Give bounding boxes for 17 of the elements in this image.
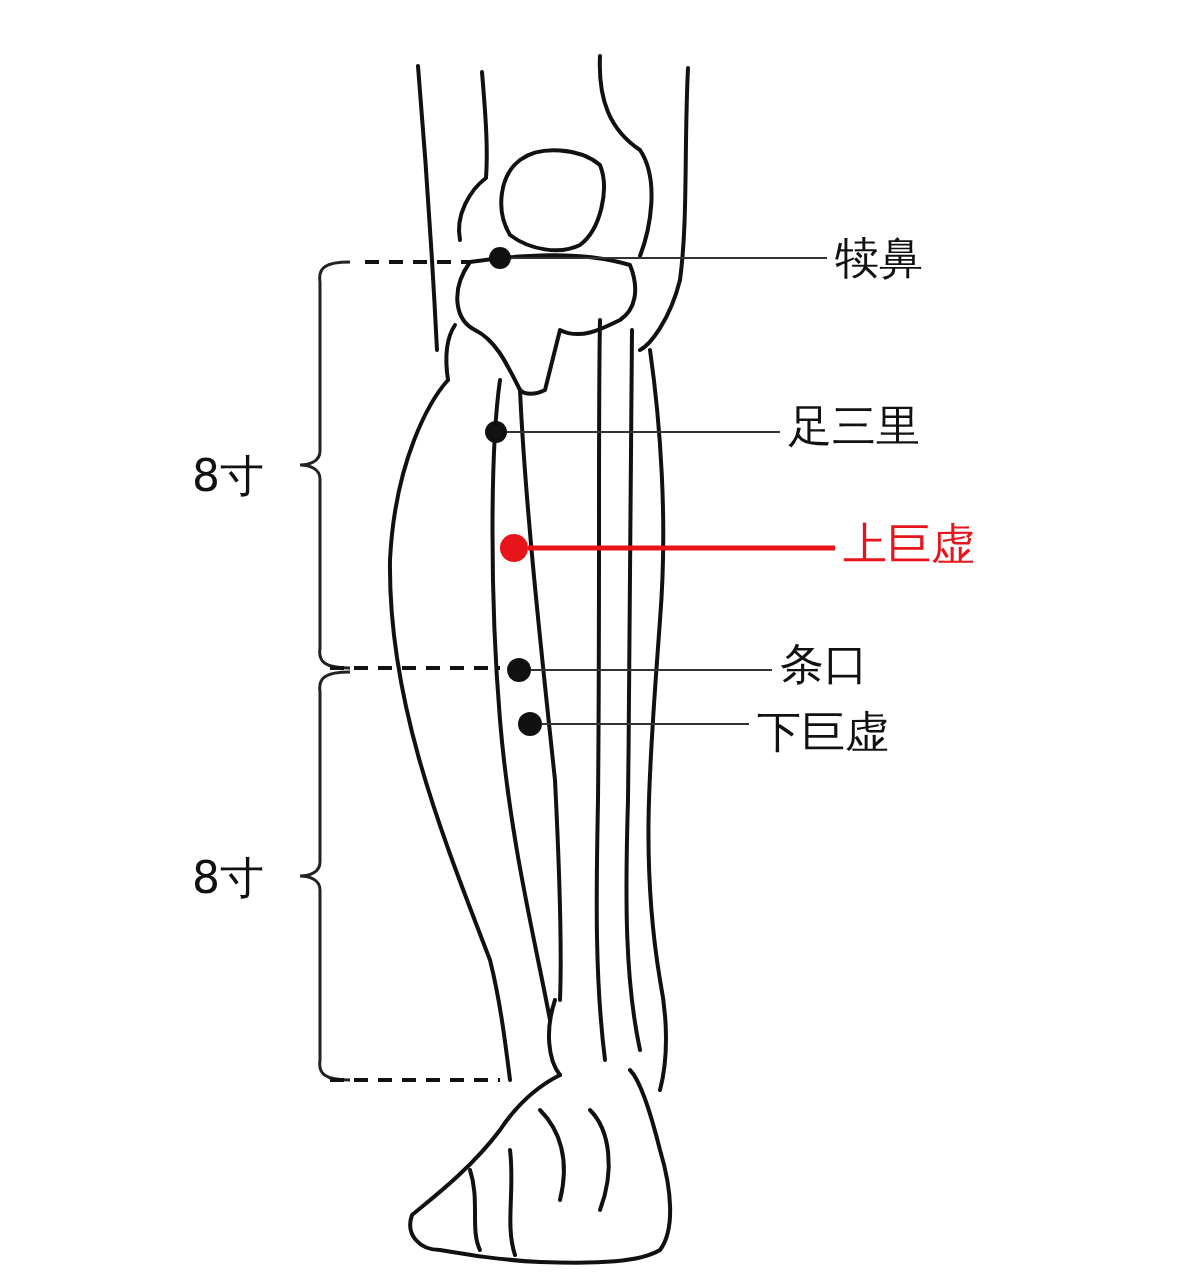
leader-line (530, 669, 773, 671)
point-label: 条口 (780, 638, 868, 690)
point-label: 犊鼻 (835, 232, 923, 284)
acupoint-dot (518, 712, 542, 736)
point-label: 上巨虚 (843, 518, 975, 570)
acupoint-dot (489, 247, 511, 269)
leader-line (528, 545, 835, 551)
leader-line (510, 257, 828, 259)
leader-line (541, 723, 750, 725)
leader-line (506, 431, 781, 433)
distance-label: 8寸 (192, 450, 264, 502)
distance-label: 8寸 (192, 852, 264, 904)
point-label: 足三里 (788, 400, 920, 452)
acupoint-dot (500, 534, 528, 562)
acupoint-dot (507, 658, 531, 682)
point-label: 下巨虚 (757, 706, 889, 758)
acupoint-dot (485, 421, 507, 443)
